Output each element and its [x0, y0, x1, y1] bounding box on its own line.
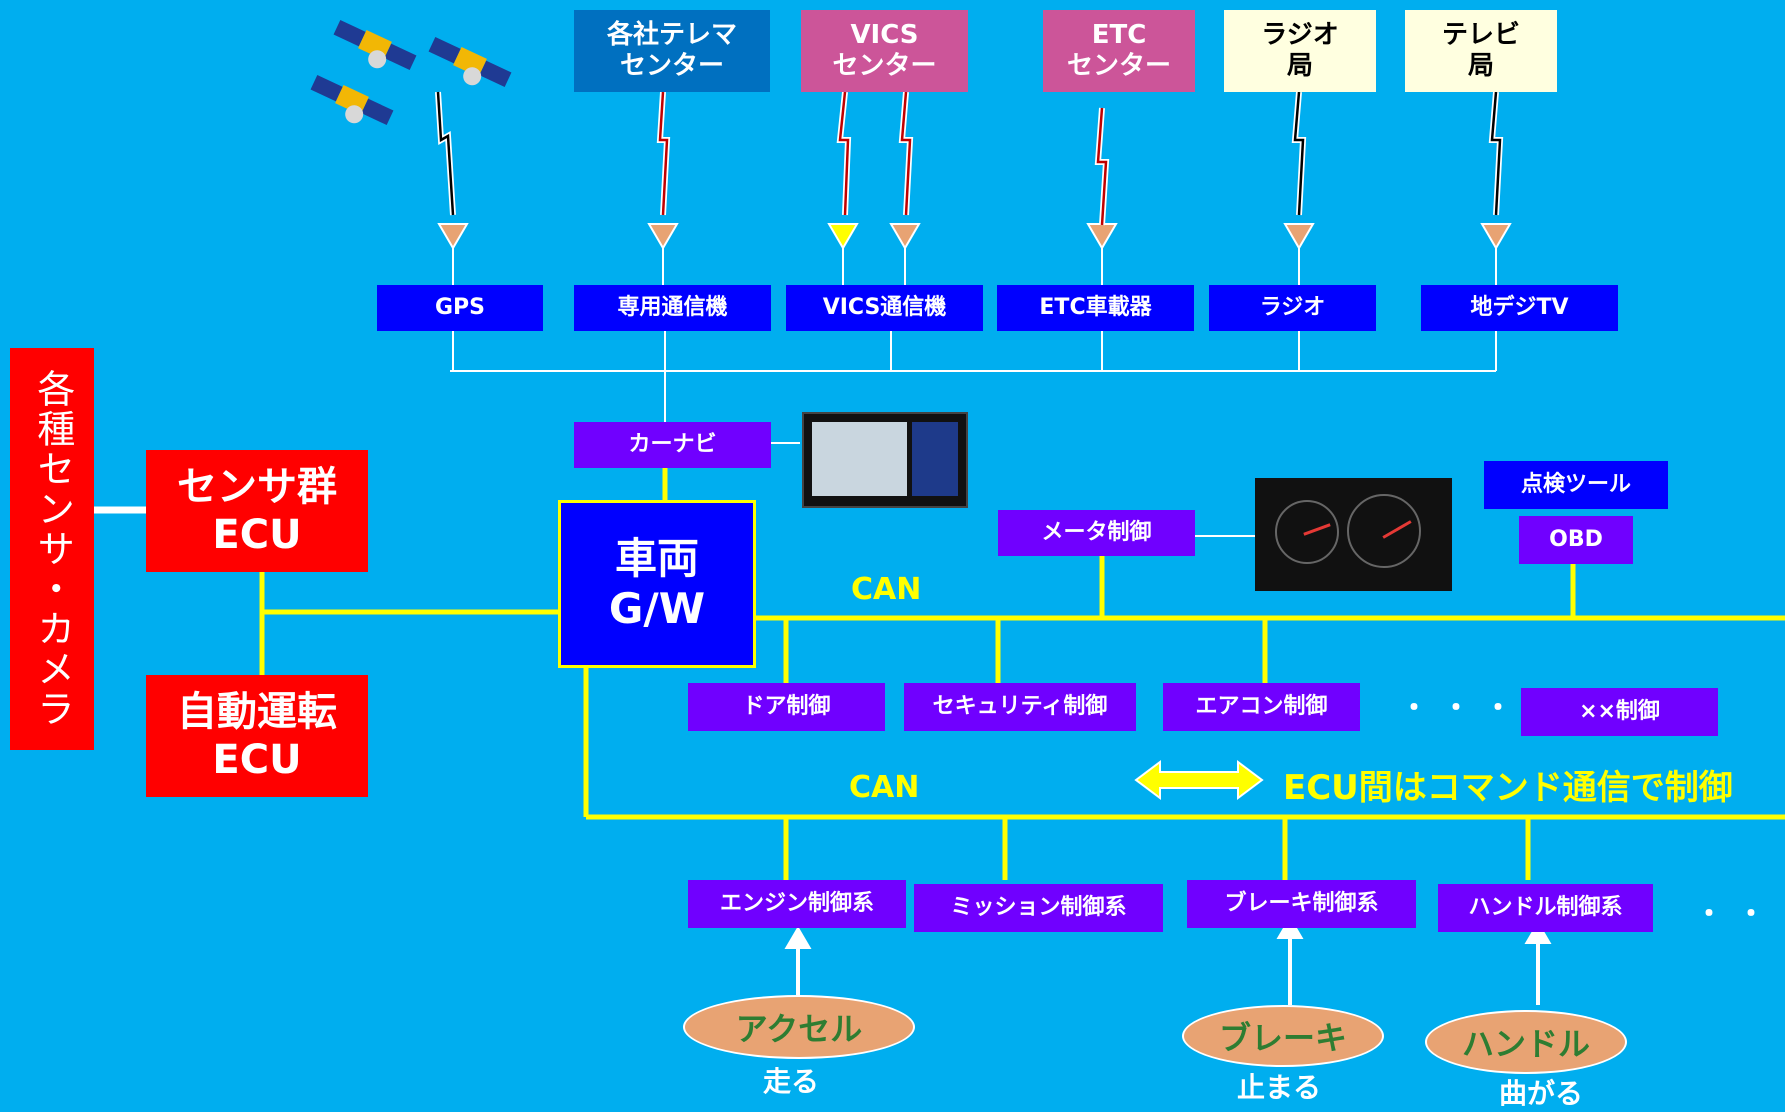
antenna-icon [649, 224, 677, 248]
satellite-icon [423, 35, 512, 99]
can-label: CAN [851, 572, 921, 607]
antenna-icon [829, 224, 857, 248]
device-vics: VICS通信機 [786, 285, 983, 331]
steering-input: ハンドル [1425, 1010, 1627, 1074]
meter-control: メータ制御 [998, 510, 1195, 556]
action-stop: 止まる [1237, 1066, 1321, 1106]
car-navi: カーナビ [574, 422, 771, 468]
door-control: ドア制御 [688, 683, 885, 731]
can-label: CAN [849, 770, 919, 805]
device-etc: ETC車載器 [997, 285, 1194, 331]
sensors-cameras: 各種センサ・カメラ [10, 348, 94, 750]
etc-center: ETC センター [1043, 10, 1195, 92]
action-run: 走る [763, 1060, 819, 1100]
aircon-control: エアコン制御 [1163, 683, 1360, 731]
antenna-icon [891, 224, 919, 248]
antenna-icon [1285, 224, 1313, 248]
ellipsis: ・・・ [1400, 686, 1526, 726]
brake-control: ブレーキ制御系 [1187, 880, 1416, 928]
transmission-control: ミッション制御系 [914, 884, 1163, 932]
instrument-cluster [1255, 478, 1452, 591]
device-gps: GPS [377, 285, 543, 331]
device-dtv: 地デジTV [1421, 285, 1618, 331]
device-dedicated-comm: 専用通信機 [574, 285, 771, 331]
device-radio: ラジオ [1209, 285, 1376, 331]
ellipsis: ・・・ [1695, 892, 1785, 932]
steering-control: ハンドル制御系 [1438, 884, 1653, 932]
xx-control: ××制御 [1521, 688, 1718, 736]
telematics-center: 各社テレマ センター [574, 10, 770, 92]
inspection-tool: 点検ツール [1484, 461, 1668, 509]
navigation-screen [802, 412, 968, 508]
satellite-icon [305, 73, 394, 137]
antenna-icon [439, 224, 467, 248]
antenna-icon [1482, 224, 1510, 248]
vics-center: VICS センター [801, 10, 968, 92]
security-control: セキュリティ制御 [904, 683, 1136, 731]
accelerator-input: アクセル [683, 995, 915, 1059]
antenna-icon [1088, 224, 1116, 248]
command-note: ECU間はコマンド通信で制御 [1283, 760, 1733, 809]
obd-port: OBD [1519, 516, 1633, 564]
brake-input: ブレーキ [1182, 1005, 1384, 1067]
action-turn: 曲がる [1499, 1072, 1583, 1112]
tv-station: テレビ 局 [1405, 10, 1557, 92]
satellite-icon [328, 18, 417, 82]
radio-station: ラジオ 局 [1224, 10, 1376, 92]
engine-control: エンジン制御系 [688, 880, 906, 928]
double-arrow-icon [1136, 762, 1262, 798]
